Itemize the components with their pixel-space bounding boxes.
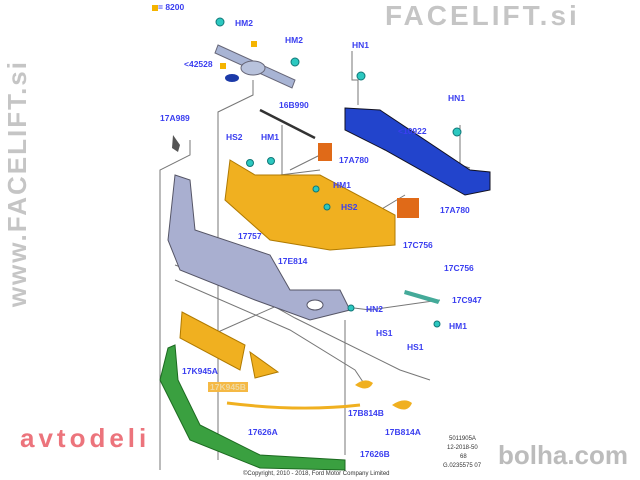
bumper-cover: [167, 174, 351, 321]
label-lower-grille-b[interactable]: 17K945B: [208, 382, 248, 392]
energy-absorber: [224, 159, 396, 251]
label-17c947[interactable]: 17C947: [452, 295, 482, 305]
trim-a: [226, 401, 361, 410]
marker-square-icon: [220, 60, 226, 70]
legend: = 8200: [152, 2, 184, 12]
label-hs1[interactable]: HS1: [376, 328, 393, 338]
copyright: ©Copyright, 2010 - 2018, Ford Motor Comp…: [243, 471, 390, 477]
label-absorber[interactable]: 17A780: [440, 205, 470, 215]
bumper-reinforcement: [344, 107, 491, 196]
ref-code: 5011905A: [449, 436, 476, 442]
legend-square-icon: [152, 4, 158, 11]
label-moulding[interactable]: 16B990: [279, 100, 309, 110]
label-hm1[interactable]: HM1: [261, 132, 279, 142]
label-absorber[interactable]: 17A780: [339, 155, 369, 165]
label-trim-a[interactable]: 17626A: [248, 427, 278, 437]
label-bracket[interactable]: 17A989: [160, 113, 190, 123]
ref-id: G.0235575 07: [443, 463, 482, 469]
label-reinforcement[interactable]: <10922: [398, 126, 427, 136]
label-hn2[interactable]: HN2: [366, 304, 384, 314]
label-lamp-b[interactable]: 17B814B: [348, 408, 384, 418]
legend-text: = 8200: [158, 2, 185, 12]
label-bumper-cover[interactable]: 17757: [238, 231, 262, 241]
ref-number: 68: [460, 454, 467, 460]
label-emblem[interactable]: <42528: [184, 59, 213, 69]
label-lamp-a[interactable]: 17B814A: [385, 427, 421, 437]
label-hm1[interactable]: HM1: [333, 180, 351, 190]
label-hn1[interactable]: HN1: [352, 40, 370, 50]
lower-grille-b: [249, 350, 280, 379]
marker-square-icon: [251, 38, 257, 48]
label-isolator[interactable]: 17E814: [278, 256, 308, 266]
ref-date: 12-2018-50: [447, 445, 478, 451]
label-hm2[interactable]: HM2: [235, 18, 253, 28]
ford-emblem: [225, 74, 239, 82]
moulding: [259, 108, 316, 140]
label-hn1[interactable]: HN1: [448, 93, 466, 103]
label-hm1[interactable]: HM1: [449, 321, 467, 331]
label-hs2[interactable]: HS2: [226, 132, 243, 142]
label-lower-grille-a[interactable]: 17K945A: [182, 366, 218, 376]
label-17c756[interactable]: 17C756: [403, 240, 433, 250]
label-17c756[interactable]: 17C756: [444, 263, 474, 273]
label-hs1[interactable]: HS1: [407, 342, 424, 352]
lower-grille-a: [179, 311, 246, 371]
bracket: [172, 135, 180, 152]
lower-spoiler: [159, 344, 346, 471]
label-spoiler-b[interactable]: 17626B: [360, 449, 390, 459]
label-hs2[interactable]: HS2: [341, 202, 358, 212]
label-hm2[interactable]: HM2: [285, 35, 303, 45]
